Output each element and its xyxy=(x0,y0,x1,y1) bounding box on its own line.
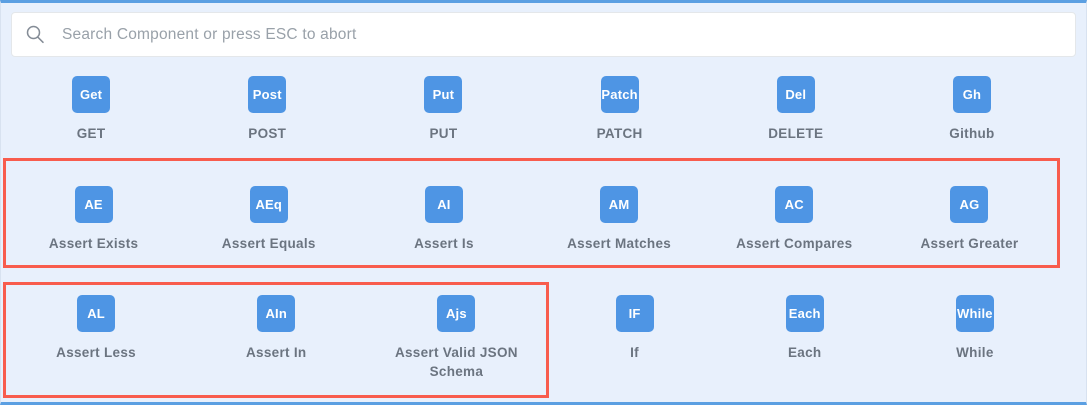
component-label: Assert In xyxy=(245,345,307,360)
component-item-assert-exists[interactable]: AE Assert Exists xyxy=(6,186,181,265)
component-item-if[interactable]: IF If xyxy=(549,295,719,398)
search-bar[interactable] xyxy=(11,12,1076,57)
component-item-assert-compares[interactable]: AC Assert Compares xyxy=(707,186,882,265)
component-badge: Del xyxy=(776,76,815,113)
component-label: Assert Greater xyxy=(920,236,1019,251)
component-label: POST xyxy=(248,126,287,141)
component-label: Assert Less xyxy=(56,345,136,360)
component-label: Assert Is xyxy=(414,236,474,251)
component-badge: AL xyxy=(77,295,116,332)
component-label: PATCH xyxy=(596,126,643,141)
component-label: Github xyxy=(949,126,995,141)
component-item-assert-greater[interactable]: AG Assert Greater xyxy=(882,186,1057,265)
component-badge: Patch xyxy=(600,76,639,113)
component-badge: AG xyxy=(950,186,989,223)
component-badge: Each xyxy=(785,295,824,332)
component-badge: Put xyxy=(424,76,463,113)
component-badge: Get xyxy=(72,76,111,113)
component-badge: AIn xyxy=(257,295,296,332)
component-label: DELETE xyxy=(768,126,824,141)
component-label: Assert Matches xyxy=(567,236,672,251)
component-badge: AEq xyxy=(249,186,288,223)
component-item-assert-less[interactable]: AL Assert Less xyxy=(6,295,186,395)
component-badge: Ajs xyxy=(437,295,476,332)
component-item-assert-is[interactable]: AI Assert Is xyxy=(356,186,531,265)
component-badge: Gh xyxy=(952,76,991,113)
component-label: Assert Exists xyxy=(48,236,139,251)
component-badge: AM xyxy=(600,186,639,223)
search-input[interactable] xyxy=(60,24,1061,45)
component-badge: IF xyxy=(615,295,654,332)
component-label: Assert Equals xyxy=(221,236,316,251)
component-badge: AC xyxy=(775,186,814,223)
component-badge: AI xyxy=(424,186,463,223)
component-badge: Post xyxy=(248,76,287,113)
component-label: Assert Compares xyxy=(736,236,853,251)
component-badge: AE xyxy=(74,186,113,223)
component-badge: While xyxy=(955,295,994,332)
component-label: PUT xyxy=(429,126,458,141)
component-label: If xyxy=(630,345,639,360)
search-icon xyxy=(26,25,44,44)
component-label: Each xyxy=(787,345,822,360)
component-label: Assert Valid JSON Schema xyxy=(394,345,518,379)
component-label: While xyxy=(956,345,994,360)
component-item-assert-matches[interactable]: AM Assert Matches xyxy=(532,186,707,265)
component-label: GET xyxy=(76,126,106,141)
